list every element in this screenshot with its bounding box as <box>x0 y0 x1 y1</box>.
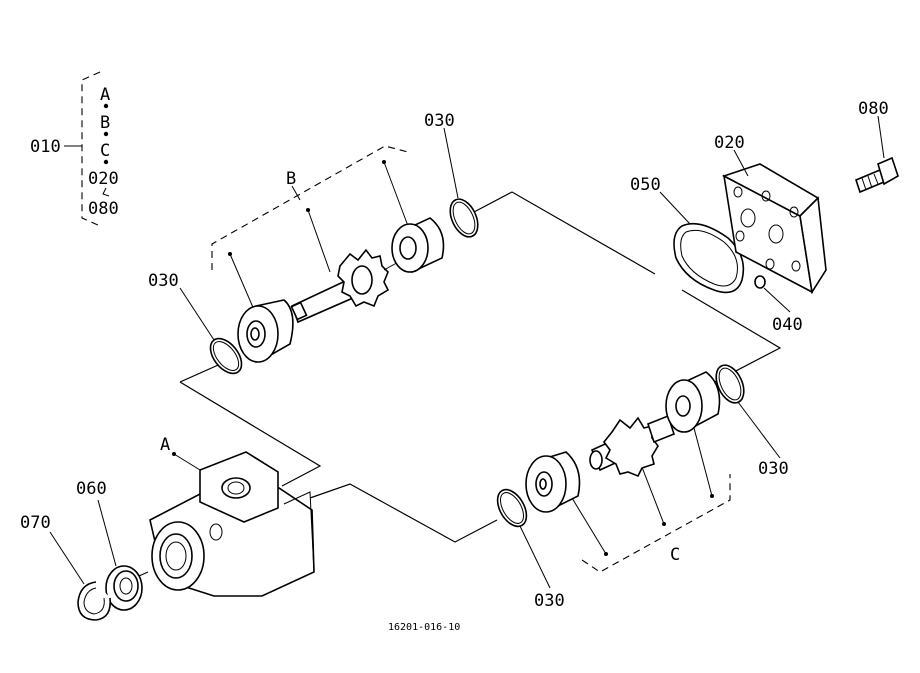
o-ring-left: 030 <box>148 271 243 375</box>
callout-snap-ring: 070 <box>20 513 51 533</box>
drawing-number: 16201-016-10 <box>388 622 460 633</box>
pump-housing: A <box>129 435 315 597</box>
o-ring-right: 030 <box>715 364 789 479</box>
o-ring-bottom: 030 <box>496 488 565 611</box>
group-b-bracket: B <box>211 145 409 313</box>
kit-item-020: 020 <box>88 169 119 189</box>
kit-number: 010 <box>30 137 61 157</box>
snap-ring: 070 <box>20 513 112 621</box>
kit-bracket: 010 A B C 020 080 <box>30 71 119 227</box>
kit-item-a: A <box>100 85 110 105</box>
callout-o-ring-right: 030 <box>758 459 789 479</box>
callout-bolt: 080 <box>858 99 889 119</box>
callout-gasket: 050 <box>630 175 661 195</box>
assembly-lines <box>179 191 782 543</box>
oil-seal: 060 <box>76 479 143 611</box>
callout-o-ring-bottom: 030 <box>534 591 565 611</box>
kit-item-c: C <box>100 141 110 161</box>
o-ring-top: 030 <box>424 111 479 238</box>
gasket: 050 <box>630 175 745 294</box>
drive-bearing-right <box>391 217 445 274</box>
bolt: 080 <box>855 99 899 194</box>
kit-item-b: B <box>100 113 110 133</box>
small-o-ring: 040 <box>754 275 803 335</box>
callout-o-ring-left: 030 <box>148 271 179 291</box>
callout-drive-gear-group: B <box>286 169 296 189</box>
drive-bearing-left <box>237 299 294 363</box>
cover: 020 <box>714 133 827 295</box>
callout-cover: 020 <box>714 133 745 153</box>
driven-gear-shaft <box>589 414 675 478</box>
driven-bearing-right <box>665 371 721 433</box>
callout-o-ring-top: 030 <box>424 111 455 131</box>
group-c-bracket: C <box>571 427 731 573</box>
callout-small-o-ring: 040 <box>772 315 803 335</box>
callout-driven-gear-group: C <box>670 545 680 565</box>
kit-item-080: 080 <box>88 199 119 219</box>
drive-gear-shaft <box>290 248 403 324</box>
callout-housing: A <box>160 435 170 455</box>
driven-bearing-left <box>525 451 581 513</box>
callout-oil-seal: 060 <box>76 479 107 499</box>
